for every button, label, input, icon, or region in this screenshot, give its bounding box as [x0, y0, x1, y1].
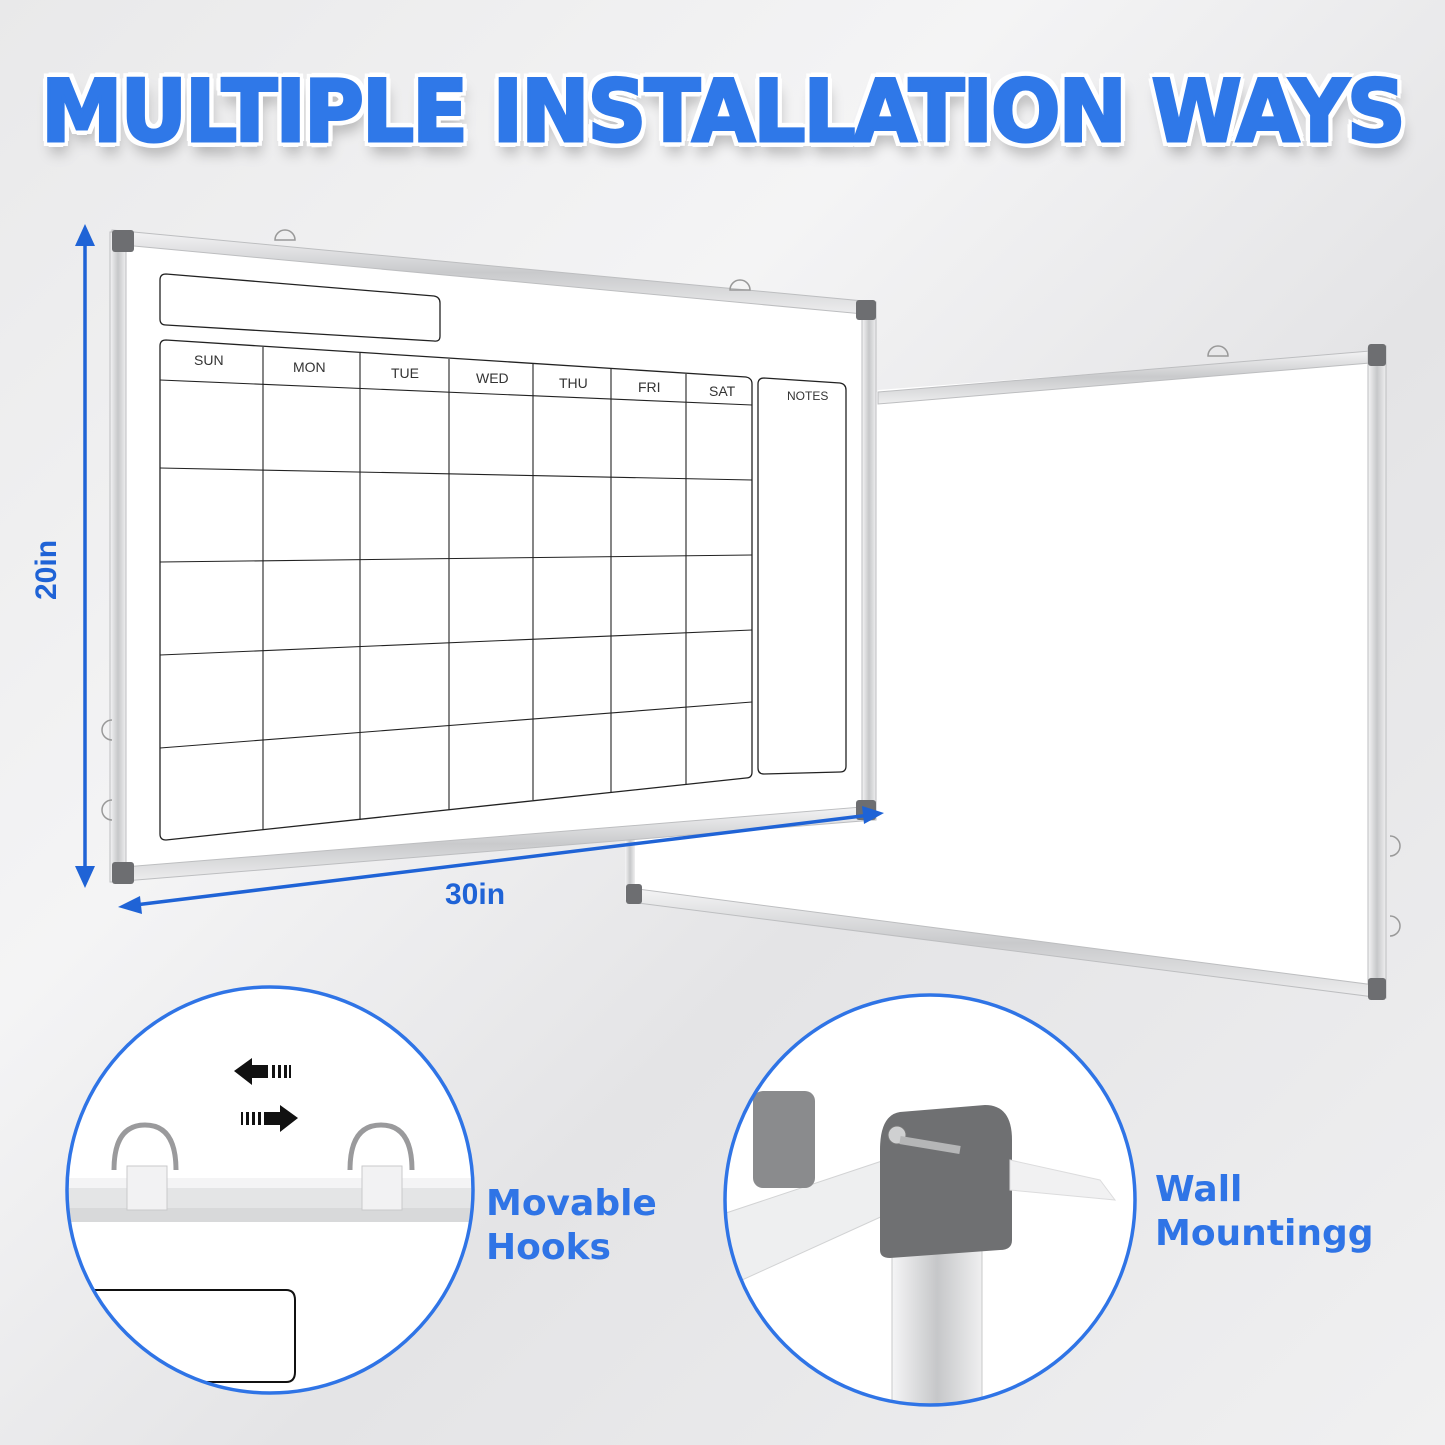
- caption-line-1: Movable: [486, 1183, 657, 1224]
- day-label-tue: TUE: [391, 365, 419, 381]
- caption-line-1: Wall: [1155, 1169, 1243, 1210]
- movable-hooks-caption: Movable Hooks: [486, 1182, 657, 1270]
- dimension-arrows: [75, 224, 884, 914]
- day-label-thu: THU: [559, 375, 588, 391]
- caption-line-2: Hooks: [486, 1227, 611, 1268]
- wall-mounting-caption: Wall Mountingg: [1155, 1168, 1374, 1256]
- page-title: MULTIPLE INSTALLATION WAYS: [40, 61, 1407, 164]
- wall-mounting-detail: [723, 993, 1137, 1407]
- day-label-fri: FRI: [638, 379, 661, 395]
- width-dimension-label: 30in: [445, 878, 506, 911]
- calendar-whiteboard: [101, 229, 877, 884]
- movable-hooks-detail: [65, 985, 475, 1395]
- notes-label: NOTES: [787, 389, 829, 403]
- day-label-sat: SAT: [709, 383, 736, 399]
- day-label-mon: MON: [293, 359, 326, 375]
- height-dimension-label: 20in: [30, 539, 63, 600]
- caption-line-2: Mountingg: [1155, 1213, 1374, 1254]
- day-label-sun: SUN: [194, 352, 224, 368]
- day-label-wed: WED: [476, 370, 509, 386]
